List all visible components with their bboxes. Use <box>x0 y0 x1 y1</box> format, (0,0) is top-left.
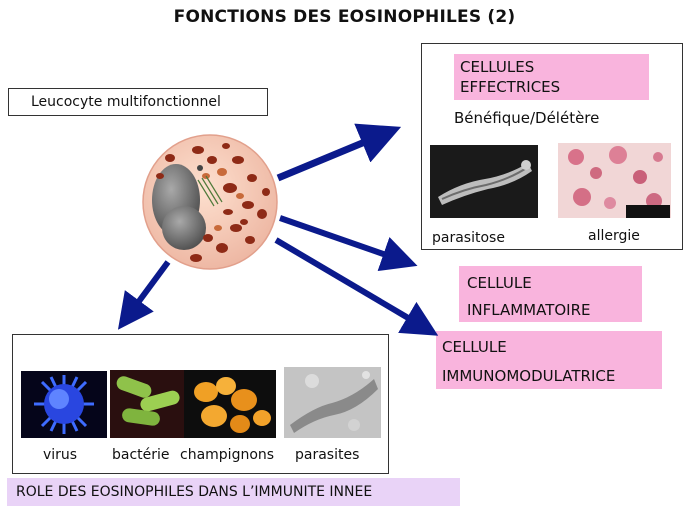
arrow-to-innate <box>134 262 168 308</box>
arrow-to-effector <box>278 139 372 178</box>
arrow-to-immunomodulatory <box>276 240 415 322</box>
